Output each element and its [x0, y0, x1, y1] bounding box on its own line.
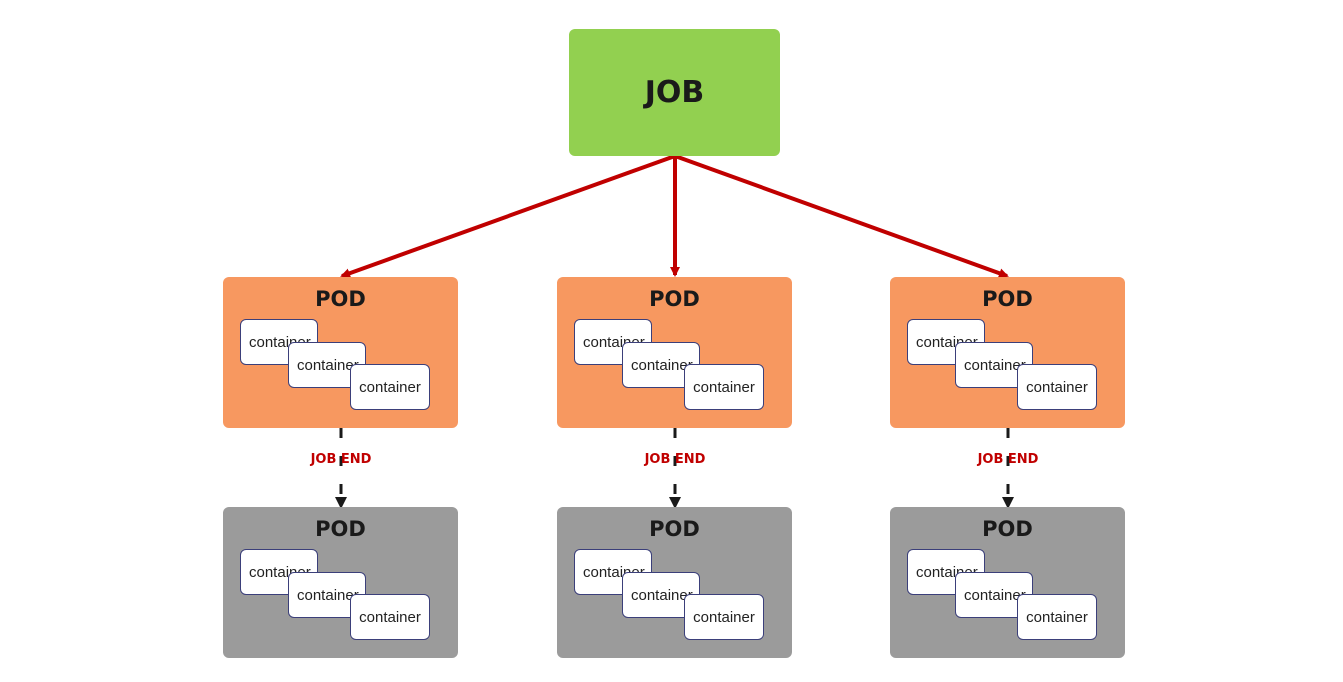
- container-card: container: [907, 549, 985, 595]
- pod-title: POD: [315, 517, 366, 541]
- pod-title: POD: [649, 517, 700, 541]
- pod-title: POD: [982, 517, 1033, 541]
- job-end-label-1: JOB END: [310, 452, 372, 467]
- active-pod-1: POD container container container: [223, 277, 458, 428]
- job-label: JOB: [644, 75, 705, 110]
- container-card: container: [1017, 594, 1097, 640]
- job-box: JOB: [569, 29, 780, 156]
- job-to-pod-1-arrow: [340, 154, 676, 278]
- active-pod-2: POD container container container: [557, 277, 792, 428]
- job-end-label-2: JOB END: [644, 452, 706, 467]
- completed-pod-2: POD container container container: [557, 507, 792, 658]
- container-card: container: [684, 364, 764, 410]
- completed-pod-1: POD container container container: [223, 507, 458, 658]
- container-card: container: [1017, 364, 1097, 410]
- container-card: container: [684, 594, 764, 640]
- job-to-pod-3-arrow: [674, 154, 1009, 278]
- job-end-label-3: JOB END: [977, 452, 1039, 467]
- container-card: container: [350, 364, 430, 410]
- container-card: container: [350, 594, 430, 640]
- pod-title: POD: [982, 287, 1033, 311]
- pod-title: POD: [315, 287, 366, 311]
- completed-pod-3: POD container container container: [890, 507, 1125, 658]
- active-pod-3: POD container container container: [890, 277, 1125, 428]
- pod-title: POD: [649, 287, 700, 311]
